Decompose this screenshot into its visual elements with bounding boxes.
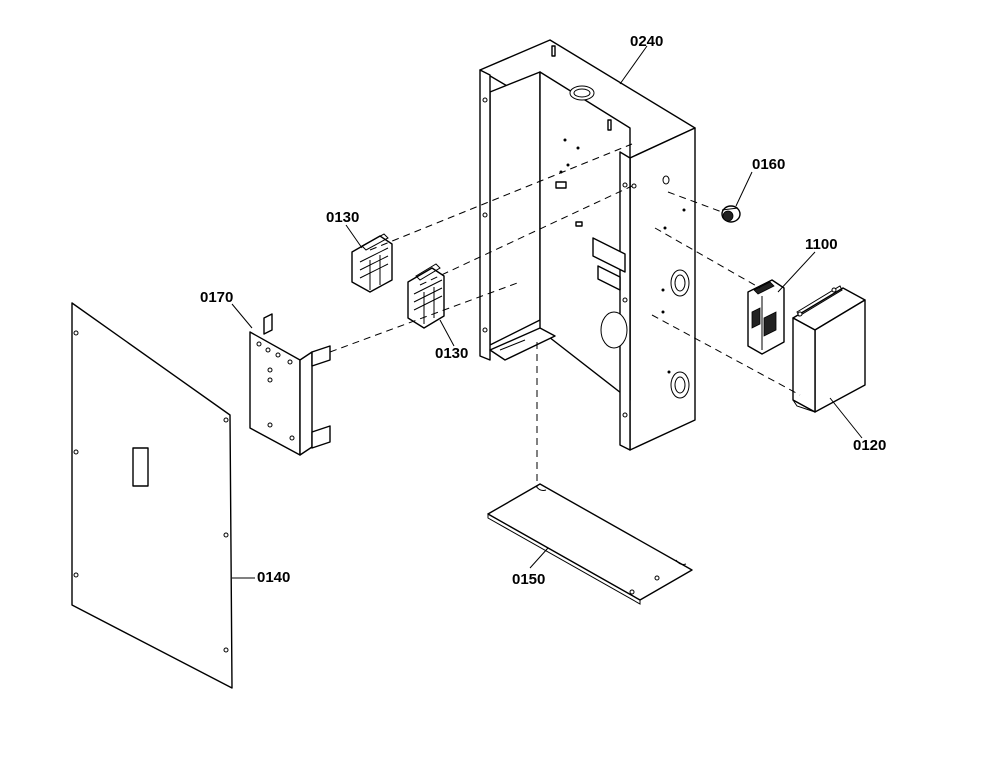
knob-0160 [721, 205, 741, 223]
alignment-lines [329, 143, 801, 488]
terminal-block-lower [407, 263, 445, 329]
control-module-1100 [747, 279, 785, 355]
label-bracket-lower: 0130 [435, 345, 468, 362]
cover-box-0120 [792, 285, 866, 413]
leader-lines [231, 45, 863, 579]
front-cover-panel [71, 302, 233, 689]
label-bottom-plate: 0150 [512, 571, 545, 588]
main-enclosure [479, 39, 696, 451]
label-knob: 0160 [752, 156, 785, 173]
label-bracket-0170: 0170 [200, 289, 233, 306]
label-bracket-upper: 0130 [326, 209, 359, 226]
bottom-plate-0150 [487, 483, 693, 605]
label-enclosure: 0240 [630, 33, 663, 50]
label-cover-box: 0120 [853, 437, 886, 454]
label-front-cover: 0140 [257, 569, 290, 586]
part-labels: 0240 0160 1100 0120 0130 0130 0170 0140 … [200, 33, 886, 588]
mounting-bracket-0170 [249, 313, 331, 456]
label-module: 1100 [805, 236, 838, 253]
terminal-block-upper [351, 233, 393, 293]
